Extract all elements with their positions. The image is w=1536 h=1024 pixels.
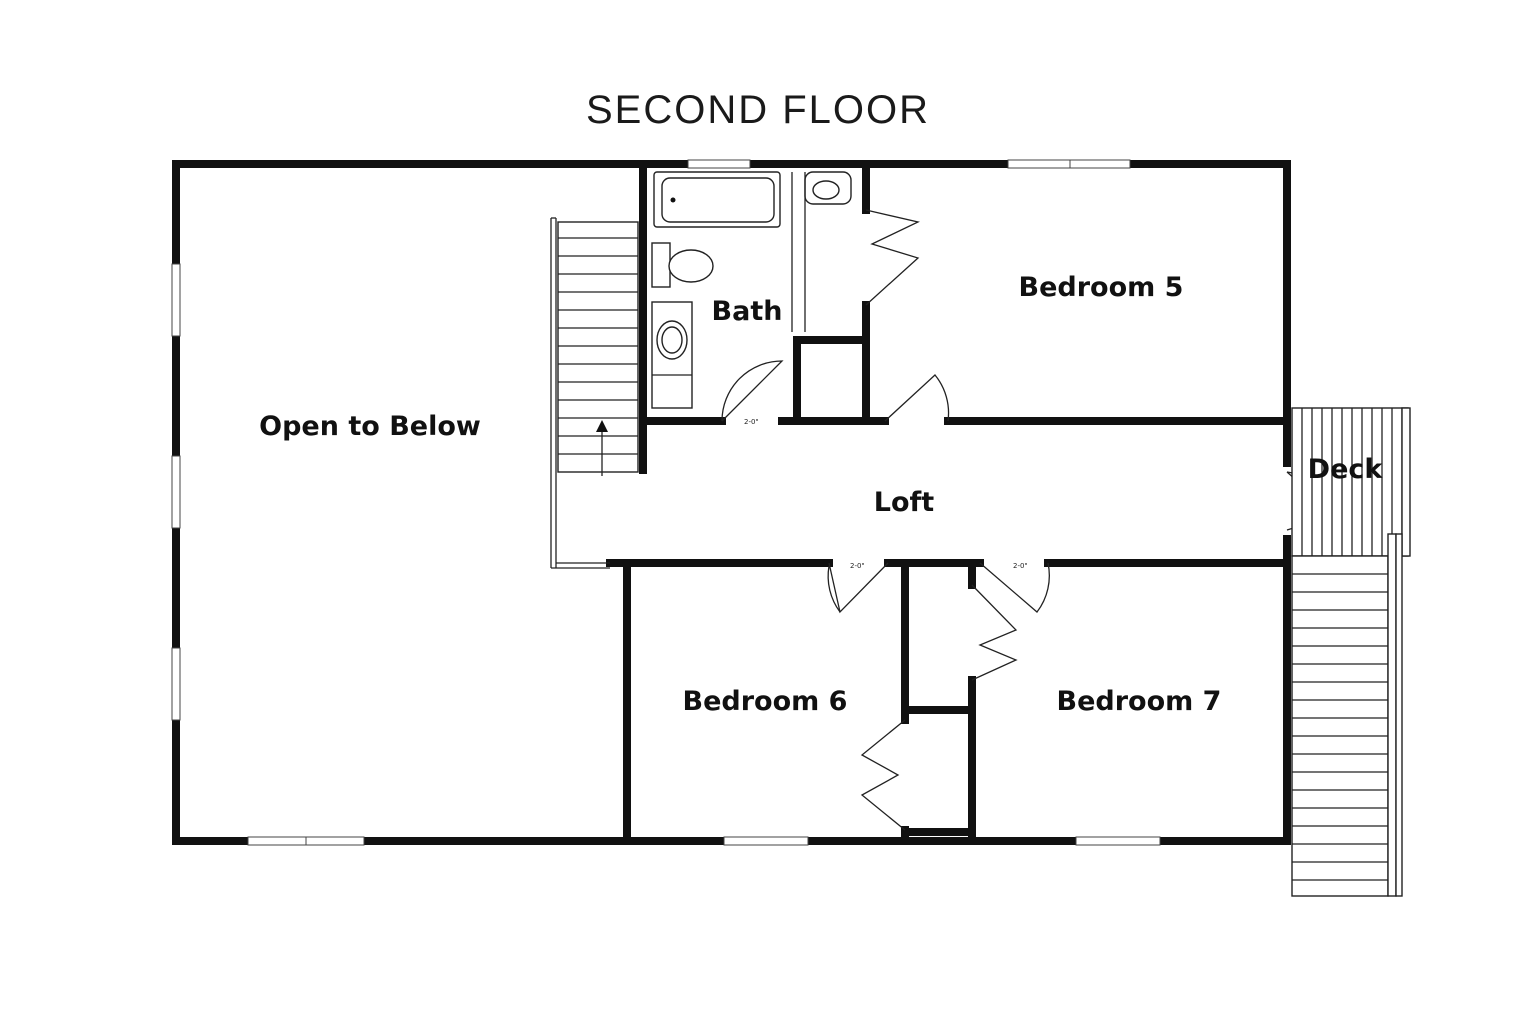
label-bedroom-6: Bedroom 6 (683, 686, 848, 717)
label-bedroom-5: Bedroom 5 (1019, 272, 1184, 303)
bedroom7-door (979, 562, 1050, 613)
sink-icon (651, 301, 693, 409)
bedroom7-closet-door (971, 584, 1018, 681)
bedroom6-door (828, 562, 889, 614)
floor-title: SECOND FLOOR (586, 88, 930, 132)
bedroom5-door (884, 374, 950, 422)
deck (1291, 407, 1411, 557)
bath-fixtures (651, 171, 852, 409)
label-bath: Bath (712, 296, 783, 327)
bath-door (721, 360, 784, 422)
label-open-to-below: Open to Below (259, 411, 481, 442)
interior-staircase (550, 217, 639, 569)
bedroom7-door-label: 2-0" (1013, 562, 1028, 570)
exterior-staircase (1291, 533, 1403, 897)
stair-up-arrow-icon (596, 420, 608, 432)
windows (171, 159, 1161, 846)
label-bedroom-7: Bedroom 7 (1057, 686, 1222, 717)
bedroom6-door-label: 2-0" (850, 562, 865, 570)
bedroom6-closet-door (860, 719, 906, 831)
bedroom5-closet-door (865, 209, 920, 306)
doors (721, 209, 1338, 831)
toilet-icon (651, 242, 671, 288)
interior-walls (606, 160, 1292, 845)
exterior-walls (172, 160, 1291, 845)
label-loft: Loft (874, 487, 935, 518)
bath-door-label: 2-0" (744, 418, 759, 426)
label-deck: Deck (1308, 454, 1384, 485)
